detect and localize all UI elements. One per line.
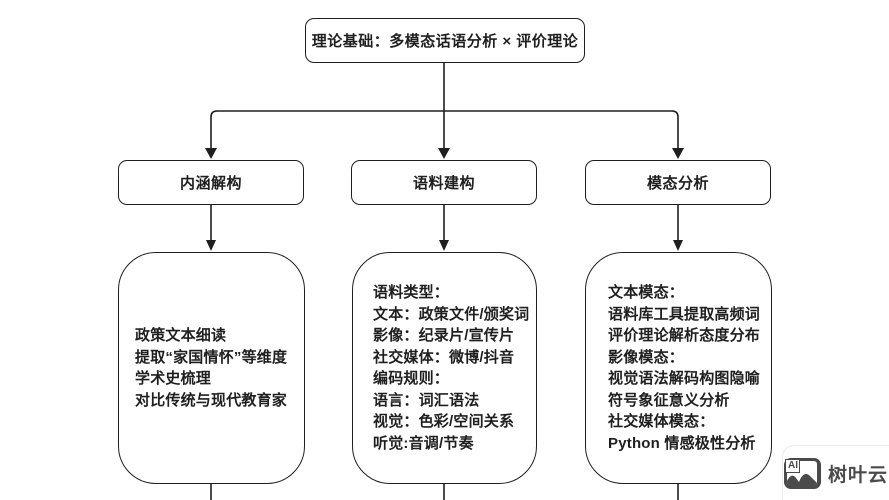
ai-image-icon: AI: [783, 457, 821, 489]
stage-label: 模态分析: [646, 175, 709, 192]
stage-label: 内涵解构: [179, 175, 242, 192]
watermark-brand: 树叶云: [827, 464, 888, 486]
detail-line: 影像：纪录片/宣传片: [373, 327, 515, 344]
detail-line: 政策文本细读: [135, 327, 227, 344]
detail-line: 语料类型：: [373, 284, 450, 301]
detail-line: 社交媒体模态：: [608, 413, 715, 430]
detail-line: 视觉：色彩/空间关系: [373, 413, 515, 430]
node-corpus-details: 语料类型： 文本：政策文件/颁奖词 影像：纪录片/宣传片 社交媒体：微博/抖音 …: [352, 252, 537, 484]
detail-line: 评价理论解析态度分布: [608, 327, 761, 344]
detail-line: Python 情感极性分析: [608, 434, 756, 452]
node-connotation-deconstruction: 内涵解构: [118, 160, 304, 205]
detail-line: 提取“家国情怀”等维度: [135, 348, 288, 366]
detail-line: 社交媒体：微博/抖音: [373, 348, 515, 366]
node-modality-analysis: 模态分析: [585, 160, 771, 205]
node-root-theory: 理论基础：多模态话语分析 × 评价理论: [305, 18, 585, 63]
watermark-badge: AI 树叶云: [782, 445, 889, 500]
detail-line: 语料库工具提取高频词: [608, 305, 761, 323]
node-root-label: 理论基础：多模态话语分析 × 评价理论: [311, 33, 579, 50]
detail-line: 编码规则：: [373, 370, 450, 387]
node-corpus-construction: 语料建构: [351, 160, 537, 205]
node-connotation-details: 政策文本细读 提取“家国情怀”等维度 学术史梳理 对比传统与现代教育家: [118, 252, 305, 484]
detail-line: 对比传统与现代教育家: [135, 391, 288, 409]
stage-label: 语料建构: [412, 175, 475, 192]
detail-line: 语言：词汇语法: [373, 391, 480, 409]
detail-line: 符号象征意义分析: [608, 391, 730, 409]
detail-line: 影像模态：: [608, 348, 685, 366]
detail-line: 学术史梳理: [135, 370, 212, 387]
detail-line: 文本：政策文件/颁奖词: [373, 305, 530, 323]
photo-frame: [787, 461, 818, 485]
detail-line: 听觉:音调/节奏: [373, 434, 474, 452]
detail-line: 视觉语法解码构图隐喻: [608, 370, 761, 387]
detail-line: 文本模态：: [608, 284, 685, 301]
mountains-icon: [787, 474, 818, 485]
ai-label: AI: [785, 459, 801, 473]
node-modality-details: 文本模态： 语料库工具提取高频词 评价理论解析态度分布 影像模态： 视觉语法解码…: [585, 252, 772, 484]
